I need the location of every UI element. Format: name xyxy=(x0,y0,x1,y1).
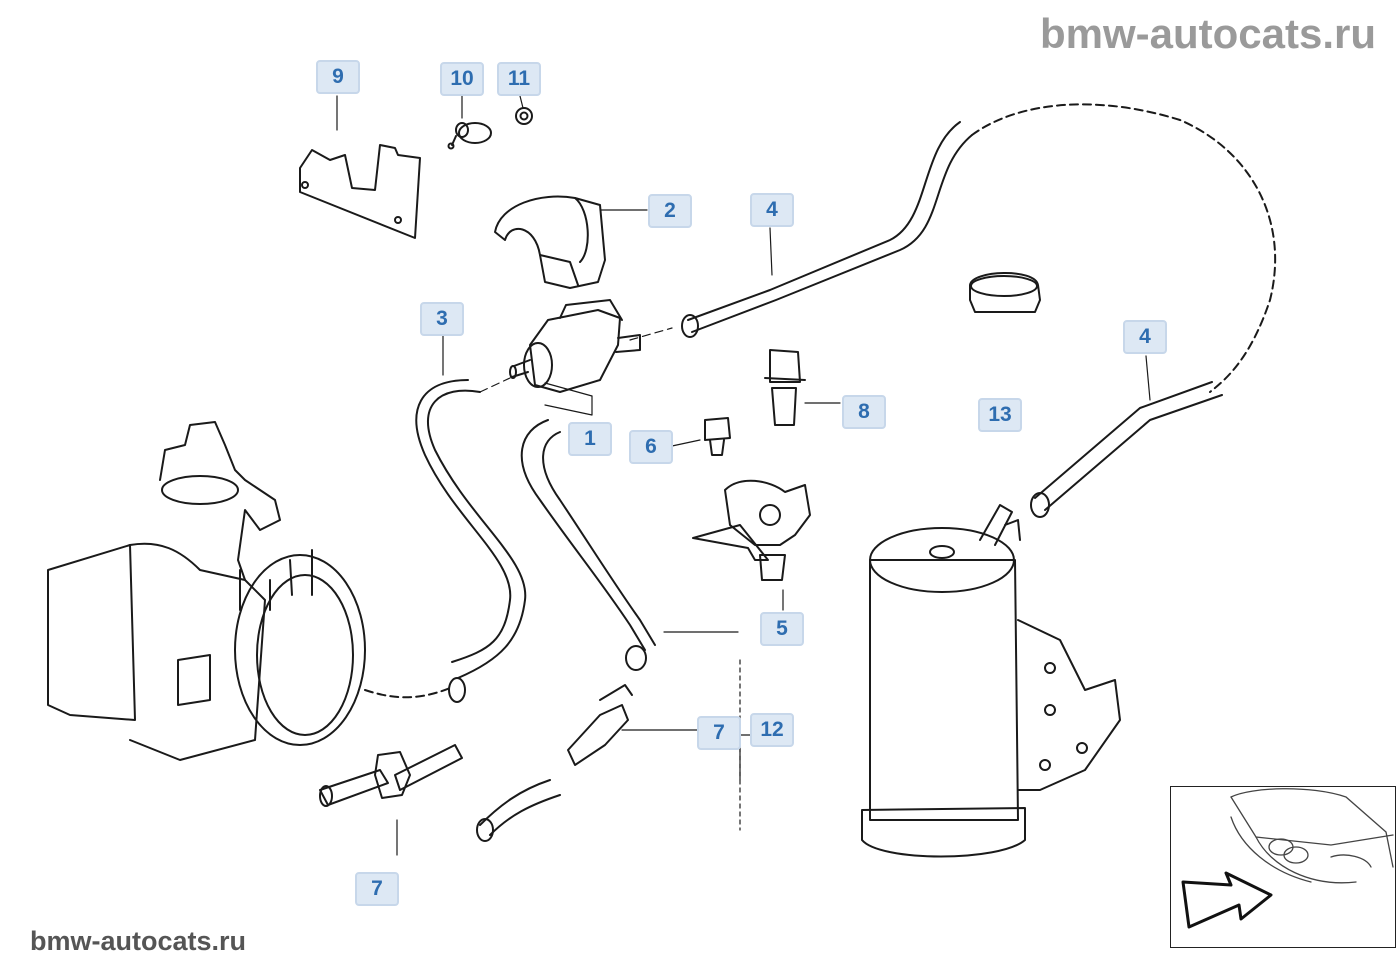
part-hose-lower xyxy=(520,419,656,671)
part-holder xyxy=(494,195,606,289)
callout-4-lower[interactable]: 4 xyxy=(1123,320,1167,354)
part-rubber-mount xyxy=(447,122,492,150)
callout-6[interactable]: 6 xyxy=(629,430,673,464)
part-nut xyxy=(515,107,533,125)
callout-13[interactable]: 13 xyxy=(978,398,1022,432)
part-hose-4-lower xyxy=(1030,381,1223,518)
part-sensor xyxy=(764,349,806,426)
leader-lines xyxy=(336,95,1151,856)
part-hose-4-upper xyxy=(681,103,1277,393)
part-bolt xyxy=(704,417,731,456)
part-clamp xyxy=(692,479,811,581)
callout-12[interactable]: 12 xyxy=(750,713,794,747)
callout-1[interactable]: 1 xyxy=(568,422,612,456)
callout-3[interactable]: 3 xyxy=(420,302,464,336)
part-small-connector xyxy=(476,684,633,842)
callout-9[interactable]: 9 xyxy=(316,60,360,94)
part-valve xyxy=(509,299,641,393)
callout-4-upper[interactable]: 4 xyxy=(750,193,794,227)
callout-11[interactable]: 11 xyxy=(497,62,541,96)
part-connector xyxy=(319,744,463,807)
part-hose-3 xyxy=(415,379,527,703)
part-bracket-plate xyxy=(299,144,421,239)
callout-5[interactable]: 5 xyxy=(760,612,804,646)
watermark-top: bmw-autocats.ru xyxy=(1039,10,1376,57)
callout-8[interactable]: 8 xyxy=(842,395,886,429)
callout-7-right[interactable]: 7 xyxy=(697,716,741,750)
part-cap xyxy=(969,272,1041,313)
callout-10[interactable]: 10 xyxy=(440,62,484,96)
part-canister xyxy=(861,504,1121,858)
watermark-bottom: bmw-autocats.ru xyxy=(30,926,247,956)
callout-7-left[interactable]: 7 xyxy=(355,872,399,906)
inset-car-view xyxy=(1170,786,1396,948)
inset-car-drawing xyxy=(1181,788,1394,929)
part-throttle-body xyxy=(47,421,451,761)
callout-2[interactable]: 2 xyxy=(648,194,692,228)
